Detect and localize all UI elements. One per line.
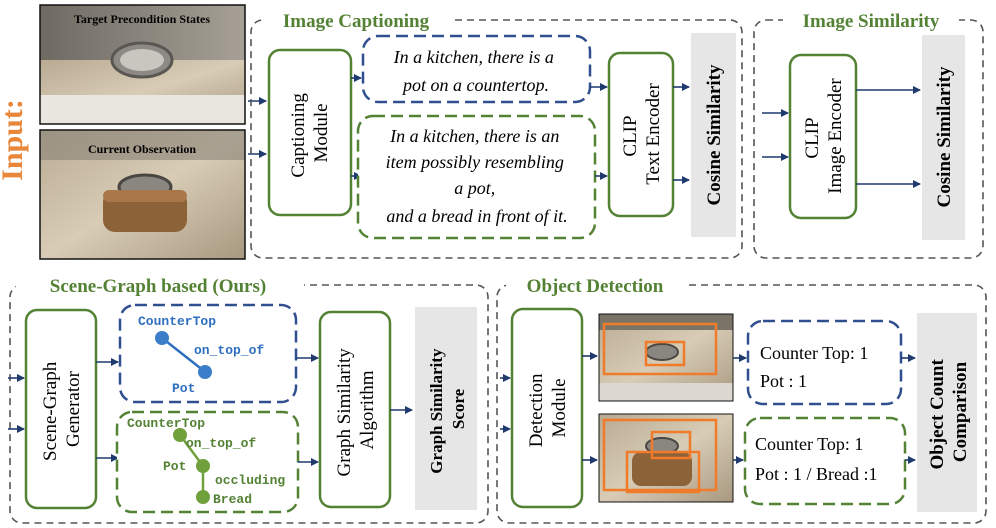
counts-current-box [743, 416, 907, 506]
caption-target-text: In a kitchen, there is a pot on a counte… [393, 47, 559, 95]
graph-similarity-score-label: Graph Similarity Score [427, 344, 468, 473]
counts-target-text: Counter Top: 1 Pot : 1 [760, 343, 873, 391]
scene-graph-panel [9, 284, 489, 524]
image-captioning-panel [250, 19, 743, 259]
graph-current-node-mid-label: Pot [163, 459, 186, 474]
captioning-module-box [267, 48, 353, 217]
scene-graph-generator-label: Scene-Graph Generator [40, 357, 84, 461]
cosine-similarity-box-captioning [691, 33, 736, 237]
graph-similarity-algorithm-label: Graph Similarity Algorithm [334, 344, 378, 477]
input-label: Input: [0, 99, 29, 181]
graph-similarity-algorithm-box [318, 310, 392, 509]
graph-target-edge-label: on_top_of [194, 343, 264, 358]
clip-text-encoder-box [607, 51, 675, 218]
object-detection-panel [496, 284, 987, 524]
graph-current-node-top-label: CounterTop [127, 416, 205, 431]
detection-module-box [510, 307, 584, 509]
object-detection-title: Object Detection [527, 276, 664, 297]
caption-target-box [361, 34, 592, 104]
caption-current-box [356, 114, 597, 240]
graph-similarity-score-box [415, 307, 477, 510]
counts-current-text: Counter Top: 1 Pot : 1 / Bread :1 [755, 434, 878, 484]
object-count-comparison-label: Object Count Comparison [927, 354, 971, 469]
scene-graph-generator-box [24, 308, 98, 510]
cosine-similarity-label-captioning: Cosine Similarity [704, 64, 725, 205]
graph-current-node-bread [196, 490, 210, 504]
graph-target-node-pot [198, 365, 212, 379]
graph-current-node-bottom-label: Bread [213, 492, 252, 507]
detection-photo-current [598, 413, 734, 503]
current-observation-label: Current Observation [88, 142, 196, 156]
cosine-similarity-label-image: Cosine Similarity [934, 66, 955, 207]
image-similarity-title: Image Similarity [803, 11, 940, 32]
detection-module-label: Detection Module [526, 369, 570, 448]
target-precondition-label: Target Precondition States [74, 12, 210, 26]
detection-photo-target [598, 313, 734, 402]
graph-target-node-countertop [155, 331, 169, 345]
graph-target-node-top-label: CounterTop [138, 314, 216, 329]
captioning-module-label: Captioning Module [288, 88, 332, 177]
graph-current-edge1-label: on_top_of [186, 436, 256, 451]
caption-current-text: In a kitchen, there is an item possibly … [386, 126, 569, 226]
counts-target-box [746, 319, 903, 406]
graph-target-box [118, 303, 298, 404]
graph-current-edge2-label: occluding [215, 473, 285, 488]
cosine-similarity-box-image [922, 35, 965, 240]
image-captioning-title: Image Captioning [283, 11, 430, 32]
photo-current-observation: Current Observation [39, 129, 246, 260]
photo-target-precondition: Target Precondition States [39, 4, 246, 125]
clip-image-encoder-label: CLIP Image Encoder [802, 78, 846, 194]
graph-current-node-pot [196, 459, 210, 473]
object-count-comparison-box [917, 313, 977, 512]
graph-current-node-countertop [173, 428, 187, 442]
graph-target-node-bottom-label: Pot [172, 381, 195, 396]
graph-target-edge [161, 337, 205, 372]
clip-text-encoder-label: CLIP Text Encoder [620, 83, 664, 185]
scene-graph-title: Scene-Graph based (Ours) [50, 276, 266, 297]
clip-image-encoder-box [788, 53, 858, 220]
